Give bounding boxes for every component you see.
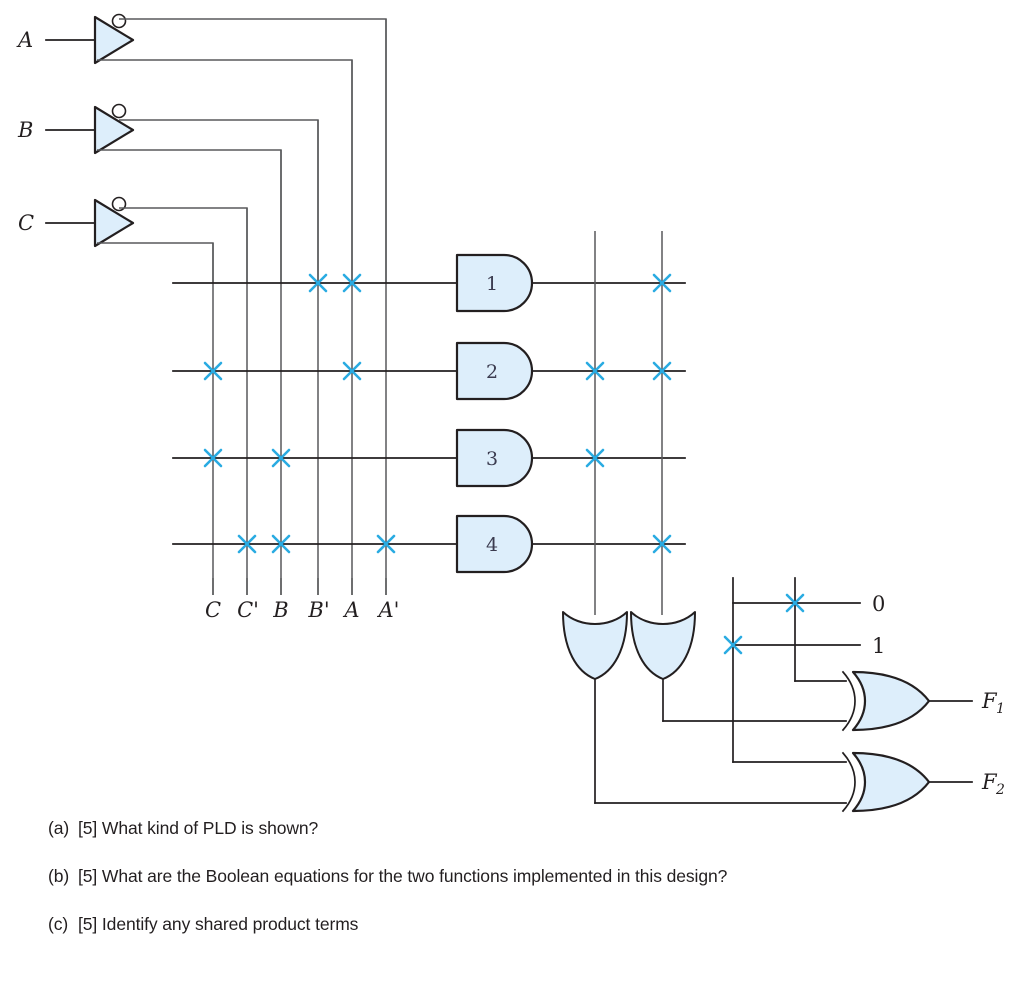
wire-c-not [119,207,248,283]
output-label-f2: F [981,770,998,794]
and-gate-3-label: 3 [486,448,498,470]
crosspoint-r3-b[interactable] [271,448,291,468]
question-b-label: (b) [48,866,70,886]
column-label-b: B [272,598,288,622]
or-crosspoint-r3-left[interactable] [585,448,605,468]
crosspoint-r4-b[interactable] [271,534,291,554]
column-label-b-not: B' [307,598,329,622]
polarity-crosspoint-row1-f2[interactable] [723,635,743,655]
product-term-row-lines [172,282,459,545]
wire-a-true [97,59,353,283]
or-crosspoint-r2-left[interactable] [585,361,605,381]
and-gate-2-label: 2 [486,361,498,383]
question-c-text: [5] Identify any shared product terms [78,914,359,934]
polarity-label-0: 0 [872,592,885,616]
question-item-b: (b) [5] What are the Boolean equations f… [0,866,1024,887]
wire-c-true [97,242,214,283]
and-gate-2: 2 [455,341,686,401]
pld-schematic-svg: A B C [16,13,1005,813]
polarity-crosspoint-row0-f1[interactable] [785,593,805,613]
xor-gate-f2-back-curve [841,751,856,813]
and-gate-1: 1 [455,253,686,313]
xor-gate-f2: F 2 [841,751,1005,813]
or-crosspoint-r1-right[interactable] [652,273,672,293]
or-gate-left [562,611,847,804]
crosspoint-r1-bnot[interactable] [308,273,328,293]
or-array-crosspoints [585,273,672,554]
or-array-column-lines [594,231,663,615]
xor-gate-f1: F 1 [841,670,1005,732]
polarity-select-matrix: 0 1 [723,577,885,763]
input-column-lines [212,19,387,595]
and-gate-1-label: 1 [486,273,498,295]
questions-list: (a) [5] What kind of PLD is shown? (b) [… [0,818,1024,962]
crosspoint-r1-a[interactable] [342,273,362,293]
inverter-buffer-b [93,103,319,283]
and-gate-4: 4 [455,514,686,574]
output-label-f2-sub: 2 [995,782,1005,798]
inverter-bubble-b [111,103,127,119]
question-item-c: (c) [5] Identify any shared product term… [0,914,1024,935]
question-a-text: [5] What kind of PLD is shown? [78,818,319,838]
or-crosspoint-r2-right[interactable] [652,361,672,381]
column-label-ticks [212,578,387,595]
inverter-bubble-a [111,13,127,29]
column-label-c: C [205,598,221,622]
question-c-label: (c) [48,914,69,934]
or-crosspoint-r4-right[interactable] [652,534,672,554]
wire-b-true [97,149,282,283]
crosspoint-r2-bnot[interactable] [342,361,362,381]
output-label-f1-sub: 1 [996,701,1005,717]
input-label-c: C [18,211,34,235]
and-gate-4-label: 4 [486,534,498,556]
input-label-a: A [16,28,33,52]
column-label-c-not: C' [237,598,259,622]
crosspoint-r3-c[interactable] [203,448,223,468]
question-item-a: (a) [5] What kind of PLD is shown? [0,818,1024,839]
inverter-buffer-c [93,196,248,283]
crosspoint-r4-cnot[interactable] [237,534,257,554]
or-gate-right [630,611,847,722]
crosspoint-r2-c[interactable] [203,361,223,381]
column-label-a: A [342,598,359,622]
question-b-text: [5] What are the Boolean equations for t… [78,866,728,886]
wire-b-not [119,119,319,283]
input-label-b: B [17,118,33,142]
output-label-f1: F [981,689,998,713]
crosspoint-r4-anot[interactable] [376,534,396,554]
polarity-label-1: 1 [872,634,885,658]
xor-gate-f1-back-curve [841,670,856,732]
and-array-crosspoints [203,273,396,554]
column-label-a-not: A' [377,598,400,622]
and-gate-3: 3 [455,428,686,488]
question-a-label: (a) [48,818,70,838]
